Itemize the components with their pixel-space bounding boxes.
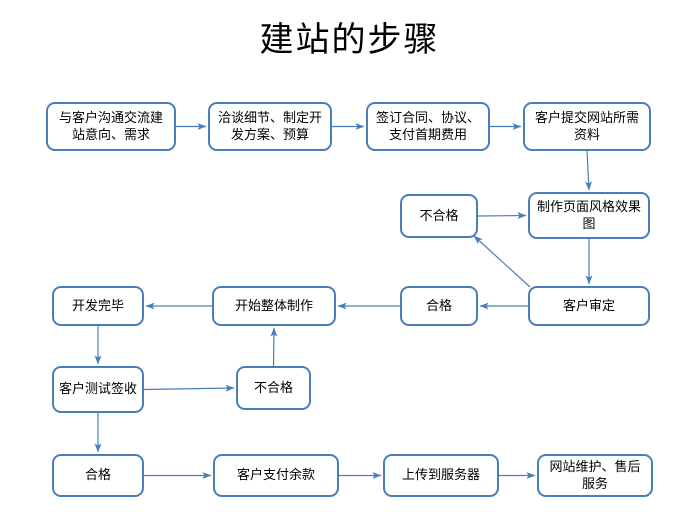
flow-node[interactable]: 客户提交网站所需资料: [523, 102, 651, 151]
n4-to-n6: [585, 150, 593, 191]
flow-node[interactable]: 客户支付余款: [213, 454, 339, 497]
flow-node-label: 合格: [84, 468, 111, 483]
flow-node-label: 不合格: [253, 380, 293, 396]
flow-node-label: 合格: [425, 298, 452, 314]
flow-node-label: 网站维护、售后服务: [549, 459, 641, 492]
flow-node-label: 上传到服务器: [401, 468, 480, 483]
flow-node[interactable]: 不合格: [236, 366, 311, 410]
flow-node-label: 签订合同、协议、支付首期费用: [375, 110, 480, 143]
flow-node[interactable]: 不合格: [400, 194, 478, 238]
flow-node[interactable]: 网站维护、售后服务: [537, 454, 653, 497]
flow-node[interactable]: 客户审定: [528, 286, 650, 326]
flow-node[interactable]: 洽谈细节、制定开发方案、预算: [208, 102, 332, 151]
flow-node[interactable]: 上传到服务器: [383, 454, 499, 497]
flow-node-label: 制作页面风格效果图: [536, 199, 641, 232]
flow-node-label: 客户测试签收: [59, 382, 138, 397]
flow-node[interactable]: 客户测试签收: [52, 366, 144, 413]
flow-node[interactable]: 开发完毕: [52, 286, 144, 326]
flow-node[interactable]: 签订合同、协议、支付首期费用: [366, 102, 490, 151]
flow-node-label: 不合格: [419, 208, 459, 224]
n11-to-n12: [143, 384, 235, 392]
flow-node-label: 开始整体制作: [234, 298, 313, 314]
page-title: 建站的步骤: [259, 20, 440, 60]
flow-node-label: 客户支付余款: [236, 468, 315, 483]
flow-node[interactable]: 开始整体制作: [212, 286, 336, 326]
n10-to-n5: [473, 235, 531, 288]
flow-node[interactable]: 制作页面风格效果图: [528, 192, 650, 239]
flow-node[interactable]: 合格: [52, 454, 144, 497]
flow-node[interactable]: 合格: [400, 286, 478, 326]
flow-node-label: 客户提交网站所需资料: [534, 110, 639, 143]
flow-node[interactable]: 与客户沟通交流建站意向、需求: [46, 102, 176, 151]
n5-to-n6: [477, 212, 527, 220]
flow-node-label: 洽谈细节、制定开发方案、预算: [217, 110, 322, 143]
flow-node-label: 客户审定: [562, 298, 615, 314]
flow-node-label: 开发完毕: [71, 298, 124, 314]
flow-node-label: 与客户沟通交流建站意向、需求: [58, 110, 163, 143]
n12-to-n8: [270, 327, 278, 367]
